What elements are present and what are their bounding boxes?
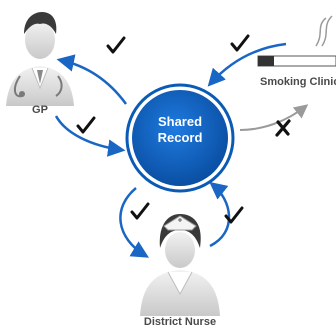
arrow-gp-to-record (54, 115, 126, 157)
shared-record-label: Shared Record (128, 114, 232, 146)
cigarette-icon (257, 15, 336, 67)
check-icon (130, 202, 150, 220)
arrow-record-to-smoking (239, 104, 309, 131)
arrow-nurse-to-record (209, 181, 231, 248)
smoking-clinic-label: Smoking Clinic (260, 76, 336, 88)
cross-icon (275, 119, 291, 137)
doctor-icon (6, 12, 74, 106)
gp-label: GP (32, 104, 48, 116)
check-icon (76, 116, 96, 134)
shared-record-fill (132, 90, 228, 186)
check-icon (106, 36, 126, 54)
nurse-icon (140, 214, 220, 316)
arrow-record-to-gp (56, 54, 128, 105)
check-icon (230, 34, 250, 52)
shared-record-line1: Shared (157, 114, 203, 129)
arrow-record-to-nurse (119, 187, 150, 258)
district-nurse-label: District Nurse (143, 316, 217, 328)
arrow-smoking-to-record (207, 42, 287, 87)
shared-record-line2: Record (157, 130, 203, 145)
check-icon (224, 206, 244, 224)
